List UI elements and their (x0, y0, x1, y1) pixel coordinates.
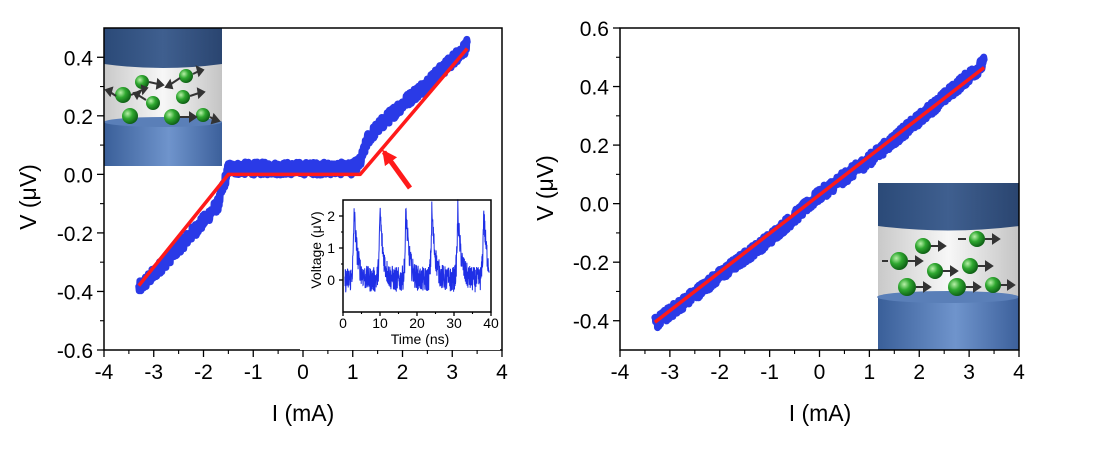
inset-x-tick-label: 40 (483, 315, 499, 331)
directed-particles (882, 231, 1016, 296)
left-x-tick-label: 1 (347, 361, 359, 384)
inset-axes: 0 10 20 30 40 0 1 2 (327, 199, 499, 331)
inset-x-tick-label: 10 (372, 315, 388, 331)
left-y-tick-label: -0.6 (57, 340, 93, 363)
right-x-axis-title: I (mA) (789, 400, 852, 426)
left-data-layer (135, 35, 471, 295)
left-panel: -4 -3 -2 -1 0 1 2 3 4 -0.6 -0.4 -0.2 0.0 0.2 0.4 I (mA… (15, 27, 508, 426)
right-y-tick-label: 0.2 (580, 135, 609, 158)
left-x-tick-label: 4 (496, 361, 508, 384)
right-panel: -4 -3 -2 -1 0 1 2 3 4 -0.4 -0.2 0.0 0.2 0.4 0.6 I (mA)… (532, 18, 1025, 426)
right-schematic-illustration (877, 183, 1019, 350)
left-x-tick-label: -1 (244, 361, 263, 384)
annotation-arrow (381, 149, 413, 190)
right-y-axis-title: V (μV) (532, 155, 558, 221)
right-x-tick-label: 3 (963, 361, 975, 384)
left-x-tick-label: -2 (194, 361, 213, 384)
inset-pulse-chart: 0 10 20 30 40 0 1 2 Time (ns) Voltage (μV) (300, 195, 500, 350)
inset-x-tick-label: 0 (339, 315, 347, 331)
inset-y-tick-label: 2 (327, 208, 335, 224)
inset-x-tick-label: 20 (409, 315, 425, 331)
right-x-tick-label: 2 (913, 361, 925, 384)
inset-data-layer (344, 199, 490, 293)
random-particles (104, 65, 221, 125)
right-y-tick-label: 0.0 (580, 194, 609, 217)
right-axes: -4 -3 -2 -1 0 1 2 3 4 -0.4 -0.2 0.0 0.2 0.4 0.6 (573, 18, 1025, 384)
left-x-tick-label: 3 (446, 361, 458, 384)
left-x-tick-label: 2 (397, 361, 409, 384)
left-y-tick-label: -0.2 (57, 223, 93, 246)
left-x-tick-label: 0 (297, 361, 309, 384)
left-y-tick-label: 0.2 (64, 106, 93, 129)
inset-x-axis-title: Time (ns) (391, 331, 450, 347)
left-x-axis-title: I (mA) (272, 400, 335, 426)
right-x-tick-label: -3 (661, 361, 680, 384)
right-x-tick-label: -2 (710, 361, 729, 384)
left-y-tick-label: 0.0 (64, 164, 93, 187)
inset-pulse-series (344, 199, 490, 293)
right-y-tick-label: -0.4 (573, 311, 610, 334)
right-x-tick-label: 1 (864, 361, 876, 384)
left-x-tick-label: -4 (95, 361, 114, 384)
left-y-axis-title: V (μV) (15, 164, 41, 230)
left-schematic-illustration (104, 28, 222, 166)
inset-y-tick-label: 0 (327, 272, 335, 288)
left-fit-series (137, 47, 469, 287)
right-y-tick-label: 0.6 (580, 18, 609, 41)
left-x-tick-label: -3 (144, 361, 163, 384)
inset-y-tick-label: 1 (327, 240, 335, 256)
right-x-tick-label: -1 (760, 361, 779, 384)
right-x-tick-label: 4 (1013, 361, 1025, 384)
right-fit-series (653, 66, 986, 324)
inset-y-axis-title: Voltage (μV) (308, 211, 324, 288)
right-y-tick-label: 0.4 (580, 77, 610, 100)
right-x-tick-label: -4 (611, 361, 630, 384)
right-x-tick-label: 0 (814, 361, 826, 384)
left-y-tick-label: 0.4 (64, 47, 94, 70)
left-y-tick-label: -0.4 (57, 281, 94, 304)
right-y-tick-label: -0.2 (573, 252, 609, 275)
inset-x-tick-label: 30 (446, 315, 462, 331)
right-data-layer (651, 53, 988, 332)
